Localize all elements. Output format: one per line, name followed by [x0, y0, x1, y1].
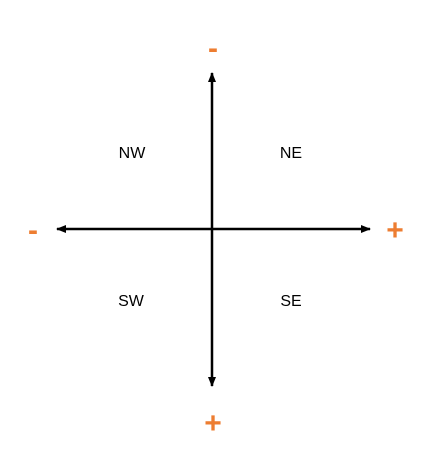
quadrant-label-sw: SW	[118, 293, 145, 310]
quadrant-label-se: SE	[280, 293, 301, 310]
quadrant-label-ne: NE	[280, 145, 302, 162]
quadrant-label-nw: NW	[119, 145, 147, 162]
sign-right: +	[386, 214, 404, 247]
sign-top: -	[208, 32, 218, 65]
sign-left: -	[28, 214, 38, 247]
sign-bottom: +	[204, 407, 222, 440]
